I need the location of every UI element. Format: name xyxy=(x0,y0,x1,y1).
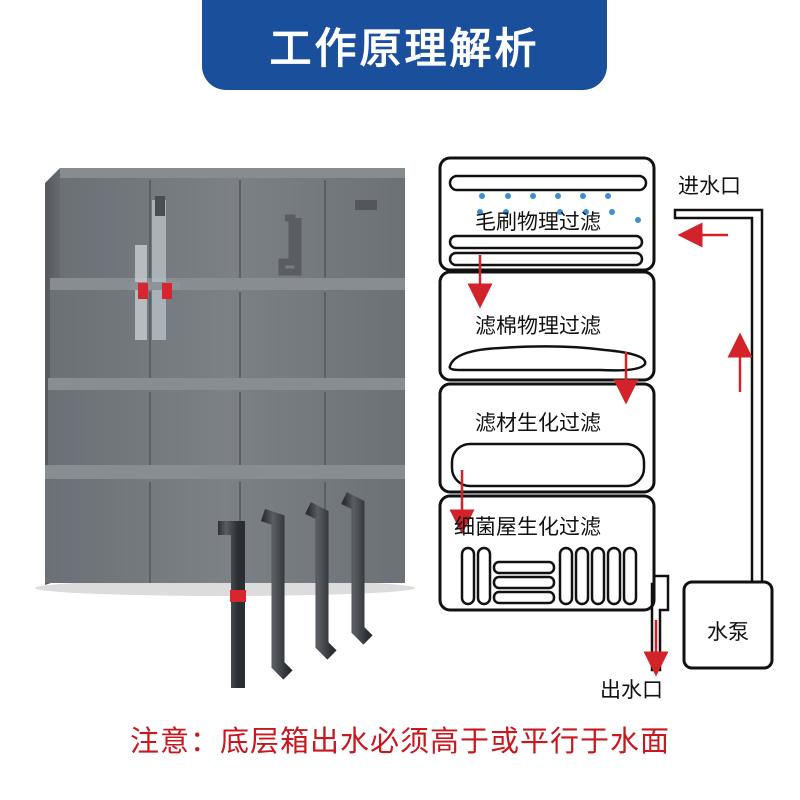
water-drops xyxy=(477,193,641,223)
stage-label-brush: 毛刷物理过滤 xyxy=(475,210,601,234)
inlet-pipe-assembly xyxy=(130,196,180,340)
stage-label-sponge: 滤棉物理过滤 xyxy=(475,314,601,338)
outlet-pipe xyxy=(650,574,670,672)
filter-media-bag xyxy=(450,442,646,488)
inlet-label: 进水口 xyxy=(678,174,741,198)
warning-note: 注意：底层箱出水必须高于或平行于水面 xyxy=(129,724,670,758)
stage-box-sponge xyxy=(438,270,656,382)
page-title: 工作原理解析 xyxy=(269,23,540,73)
outlet-label: 出水口 xyxy=(600,678,663,702)
stage-label-bacteria-house: 细菌屋生化过滤 xyxy=(454,515,601,539)
brush-1 xyxy=(448,234,644,250)
return-pipe xyxy=(673,208,764,582)
brush-2 xyxy=(448,251,644,267)
pump-label: 水泵 xyxy=(707,620,749,644)
stage-label-media: 滤材生化过滤 xyxy=(475,411,601,435)
pump-box xyxy=(682,580,774,670)
crate-top xyxy=(60,168,405,278)
crate-third xyxy=(48,378,405,476)
spray-bar xyxy=(448,174,648,192)
filter-sponge xyxy=(448,345,647,372)
bacteria-house-coils xyxy=(460,546,638,606)
stage-box-bacteria-house xyxy=(438,494,656,612)
stage-box-media xyxy=(438,382,656,494)
outlet-pipes xyxy=(218,492,373,688)
stage-box-brush xyxy=(438,156,656,272)
title-banner: 工作原理解析 xyxy=(202,0,607,90)
top-crate-pipe xyxy=(278,214,302,276)
